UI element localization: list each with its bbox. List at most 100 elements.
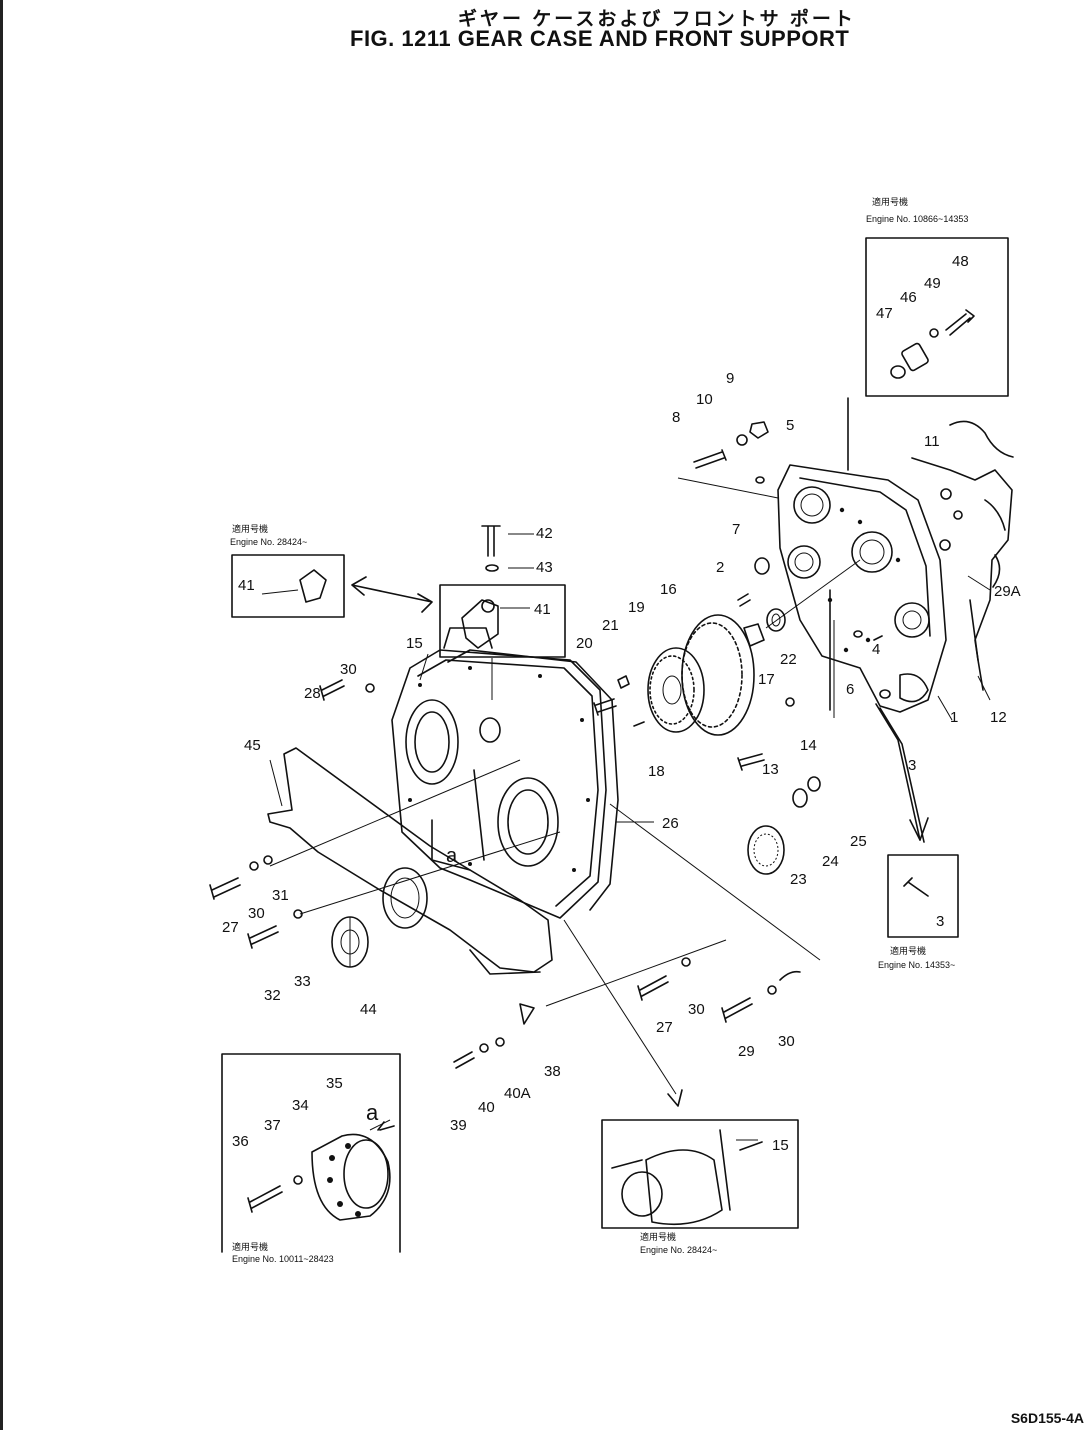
callout: 19 (628, 599, 645, 616)
callout: 1 (950, 709, 958, 726)
callout: 3 (908, 757, 916, 774)
callout: 7 (732, 521, 740, 538)
inset-frame (865, 237, 1009, 397)
inset-note-jp: 適用号機 (640, 1231, 676, 1242)
callout: 15 (772, 1137, 789, 1154)
title-japanese: ギヤー ケースおよび フロントサ ポート (458, 9, 856, 30)
callout: 2 (716, 559, 724, 576)
callout: 48 (952, 253, 969, 270)
callout: a (366, 1100, 379, 1125)
callout: 46 (900, 289, 917, 306)
figure-title: FIG. 1211 GEAR CASE AND FRONT SUPPORT (350, 26, 850, 51)
bearing-and-pins (737, 557, 929, 843)
callout: 49 (924, 275, 941, 292)
inset-front-cover-old: 適用号機 Engine No. 10011~28423 (221, 1053, 401, 1264)
callout: 11 (924, 433, 940, 450)
callout: 32 (264, 987, 281, 1004)
inset-note-en: Engine No. 14353~ (878, 960, 955, 970)
callout: 36 (232, 1133, 249, 1150)
inset-note-en: Engine No. 10866~14353 (866, 214, 968, 224)
front-support (267, 747, 553, 975)
callout: 8 (672, 409, 680, 426)
callout: 30 (340, 661, 357, 678)
callout: 3 (936, 913, 944, 930)
callout: 43 (536, 559, 553, 576)
gasket (447, 649, 619, 911)
callout: 39 (450, 1117, 467, 1134)
mount-bolts-left (209, 679, 375, 949)
callout: a (446, 845, 458, 867)
drawing-code: S6D155-4A (1010, 1410, 1084, 1426)
callout: 5 (786, 417, 794, 434)
callout: 33 (294, 973, 311, 990)
callout: 27 (656, 1019, 673, 1036)
callout: 12 (990, 709, 1007, 726)
callout: 29 (738, 1043, 755, 1060)
inset-frame (601, 1119, 799, 1229)
inset-note-en: Engine No. 28424~ (230, 537, 307, 547)
callout: 25 (850, 833, 867, 850)
inset-note-jp: 適用号機 (872, 196, 908, 207)
callout: 42 (536, 525, 553, 542)
callout: 28 (304, 685, 321, 702)
callout: 30 (778, 1033, 795, 1050)
callout: 29A (994, 583, 1021, 600)
lifting-bracket (439, 525, 566, 700)
inset-note-jp: 適用号機 (232, 523, 268, 534)
callout: 15 (406, 635, 423, 652)
inset-note-jp: 適用号機 (232, 1241, 268, 1252)
callout: 17 (758, 671, 775, 688)
inset-top-right: 適用号機 Engine No. 10866~14353 (847, 196, 1009, 471)
inset-frame (221, 1053, 401, 1253)
inset-frame (887, 854, 959, 938)
callout: 44 (360, 1001, 377, 1018)
callout: 41 (534, 601, 551, 618)
callout: 6 (846, 681, 854, 698)
callout: 21 (602, 617, 619, 634)
bracket-frame (439, 584, 566, 658)
callout: 30 (248, 905, 265, 922)
callout: 40A (504, 1085, 531, 1102)
mount-bolts-lower (453, 803, 821, 1107)
front-gear-cover (269, 627, 607, 919)
inset-dowel-new: 適用号機 Engine No. 14353~ (878, 854, 959, 970)
inset-note-en: Engine No. 10011~28423 (232, 1254, 334, 1264)
callout: 24 (822, 853, 839, 870)
callout: 47 (876, 305, 893, 322)
callout: 38 (544, 1063, 561, 1080)
callout: 23 (790, 871, 807, 888)
callout: 26 (662, 815, 679, 832)
callout: 13 (762, 761, 779, 778)
callout: 31 (272, 887, 289, 904)
stud-set (677, 421, 779, 499)
callout: 30 (688, 1001, 705, 1018)
callout: 4 (872, 641, 880, 658)
rear-gear-housing (777, 420, 1014, 713)
callout: 18 (648, 763, 665, 780)
callout: 20 (576, 635, 593, 652)
inset-front-cover-new: 適用号機 Engine No. 28424~ (601, 1119, 799, 1255)
callout: 40 (478, 1099, 495, 1116)
callout: 27 (222, 919, 239, 936)
callout: 14 (800, 737, 817, 754)
callout-labels: 48 49 46 47 9 10 8 5 11 7 2 29A 4 12 22 … (222, 253, 1021, 1154)
inset-note-jp: 適用号機 (890, 945, 926, 956)
plug-assembly (890, 309, 975, 379)
oil-pump-gear (737, 697, 821, 875)
inset-note-en: Engine No. 28424~ (640, 1245, 717, 1255)
inset-frame (231, 554, 345, 618)
inset-bracket-old: 適用号機 Engine No. 28424~ (230, 523, 433, 618)
callout: 37 (264, 1117, 281, 1134)
callout: 45 (244, 737, 261, 754)
callout: 35 (326, 1075, 343, 1092)
callout: 22 (780, 651, 797, 668)
idler-gear (593, 614, 755, 736)
leader-lines (261, 533, 991, 1141)
callout: 9 (726, 370, 734, 387)
callout: 10 (696, 391, 713, 408)
callout: 34 (292, 1097, 309, 1114)
callout: 16 (660, 581, 677, 598)
callout: 41 (238, 577, 255, 594)
